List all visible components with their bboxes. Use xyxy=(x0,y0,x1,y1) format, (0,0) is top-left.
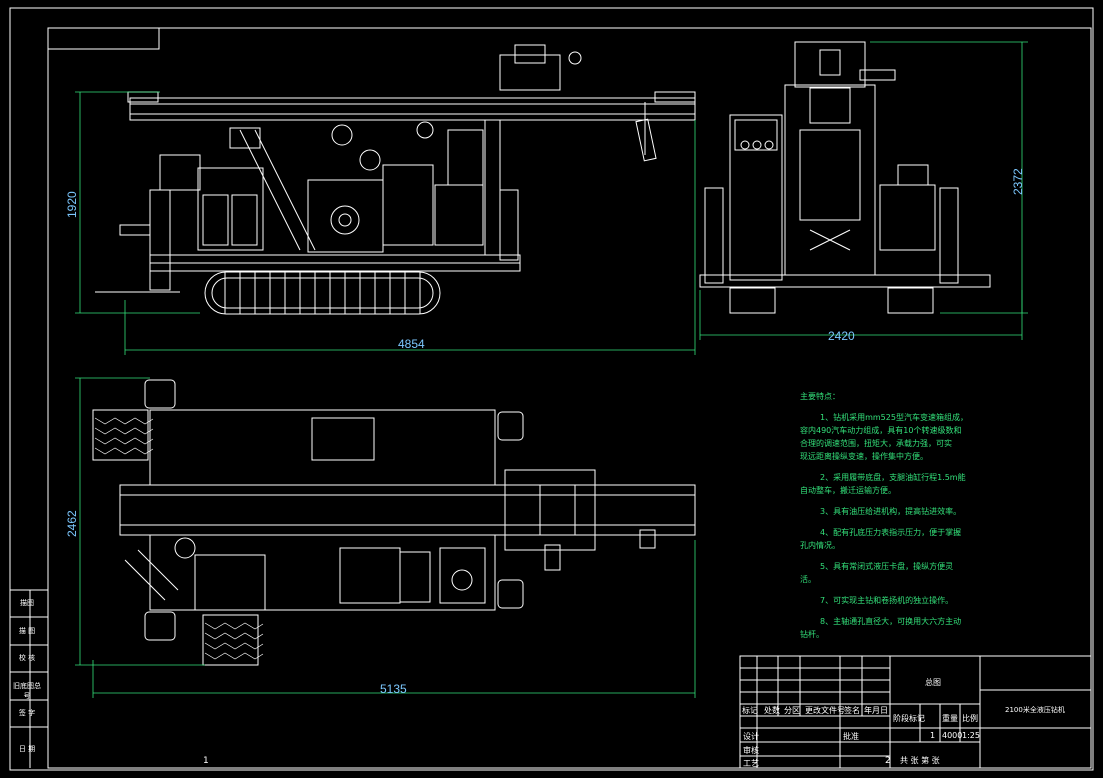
zone-number: 1 xyxy=(203,756,209,766)
sheet-info: 共 张 第 张 xyxy=(900,756,940,765)
dim-plan-width: 2462 xyxy=(65,510,79,537)
crawler-track xyxy=(204,271,441,315)
side-view xyxy=(95,44,696,315)
gearbox xyxy=(307,179,384,253)
dim-plan-length: 5135 xyxy=(380,682,407,696)
engine-block xyxy=(197,167,264,251)
note-line: 合理的调速范围，扭矩大，承载力强，可实 xyxy=(800,439,952,448)
mast xyxy=(129,97,696,121)
tb-row-label: 年月日 xyxy=(864,706,888,715)
plan-deck-upper xyxy=(149,409,496,486)
note-line: 1、钻机采用mm525型汽车变速箱组成， xyxy=(820,413,968,422)
plan-mast xyxy=(119,484,696,536)
technical-notes: 主要特点： 1、钻机采用mm525型汽车变速箱组成， 容内490汽车动力组成，具… xyxy=(800,390,1000,649)
note-line: 2、采用履带底盘，支腿油缸行程1.5m能 xyxy=(820,473,966,482)
dim-side-length: 4854 xyxy=(398,337,425,351)
tb-row-label: 处数 xyxy=(764,706,780,715)
tb-row-label: 签名 xyxy=(844,706,860,715)
weight-value: 4000 xyxy=(942,731,963,740)
tb-bottom-label: 工艺 xyxy=(743,759,759,768)
top-pulley xyxy=(499,54,561,91)
note-line: 容内490汽车动力组成，具有10个转速级数和 xyxy=(800,426,962,435)
side-label: 描图 xyxy=(20,599,34,607)
side-label: 签 字 xyxy=(18,709,36,717)
plan-head xyxy=(504,469,596,551)
notes-title: 主要特点： xyxy=(800,392,840,401)
qty-value: 1 xyxy=(930,731,936,740)
mast-end xyxy=(784,84,876,276)
tb-row-label: 分区 xyxy=(784,706,800,715)
dim-end-height: 2372 xyxy=(1011,168,1025,195)
control-cabinet xyxy=(729,114,783,281)
tb-bottom-label: 审核 xyxy=(743,746,759,755)
plan-view xyxy=(92,379,696,666)
note-line: 4、配有孔底压力表指示压力，便于掌握 xyxy=(820,528,962,537)
dimension-lines xyxy=(75,41,1028,698)
side-label: 日 期 xyxy=(18,745,36,753)
track-pad-right xyxy=(202,614,259,666)
note-line: 5、具有常闭式液压卡盘，操纵方便灵 xyxy=(820,562,954,571)
front-outrigger xyxy=(149,189,171,291)
title-center: 总图 xyxy=(925,678,941,687)
tb-bottom-label: 批准 xyxy=(843,732,859,741)
note-line: 孔内情况。 xyxy=(800,541,840,550)
end-view xyxy=(699,41,991,314)
note-line: 7、可实现主钻和卷扬机的独立操作。 xyxy=(820,596,954,605)
side-label: 旧底图总号 xyxy=(13,682,41,700)
zone-number: 2 xyxy=(885,756,891,766)
weight-label: 重量 xyxy=(942,714,958,723)
tb-row-label: 更改文件号 xyxy=(805,706,845,715)
tb-bottom-label: 设计 xyxy=(743,732,759,741)
scale-value: 1:25 xyxy=(962,731,980,740)
mast-support xyxy=(484,119,501,256)
side-label: 描 图 xyxy=(18,627,36,635)
note-line: 现远距离操纵变速，操作集中方便。 xyxy=(800,452,928,461)
note-line: 自动整车，搬迁运输方便。 xyxy=(800,486,896,495)
side-label: 校 核 xyxy=(18,654,36,662)
right-track xyxy=(887,287,934,314)
end-head xyxy=(794,41,866,88)
note-line: 钻杆。 xyxy=(800,630,824,639)
left-track xyxy=(729,287,776,314)
stage-label: 阶段标记 xyxy=(893,714,925,723)
track-pad-left xyxy=(92,409,149,461)
note-line: 3、具有油压给进机构，提高钻进效率。 xyxy=(820,507,962,516)
title-block xyxy=(739,655,1092,769)
note-line: 活。 xyxy=(800,575,816,584)
drawing-frame xyxy=(9,7,1094,771)
note-line: 8、主轴通孔直径大，可换用大六方主动 xyxy=(820,617,962,626)
track-pads xyxy=(224,272,421,314)
dim-side-height: 1920 xyxy=(65,191,79,218)
tb-row-label: 标记 xyxy=(742,706,758,715)
dim-end-width: 2420 xyxy=(828,329,855,343)
scale-label: 比例 xyxy=(962,714,978,723)
drawing-name: 2100米全液压钻机 xyxy=(1005,706,1065,714)
plan-deck-lower xyxy=(149,534,496,611)
